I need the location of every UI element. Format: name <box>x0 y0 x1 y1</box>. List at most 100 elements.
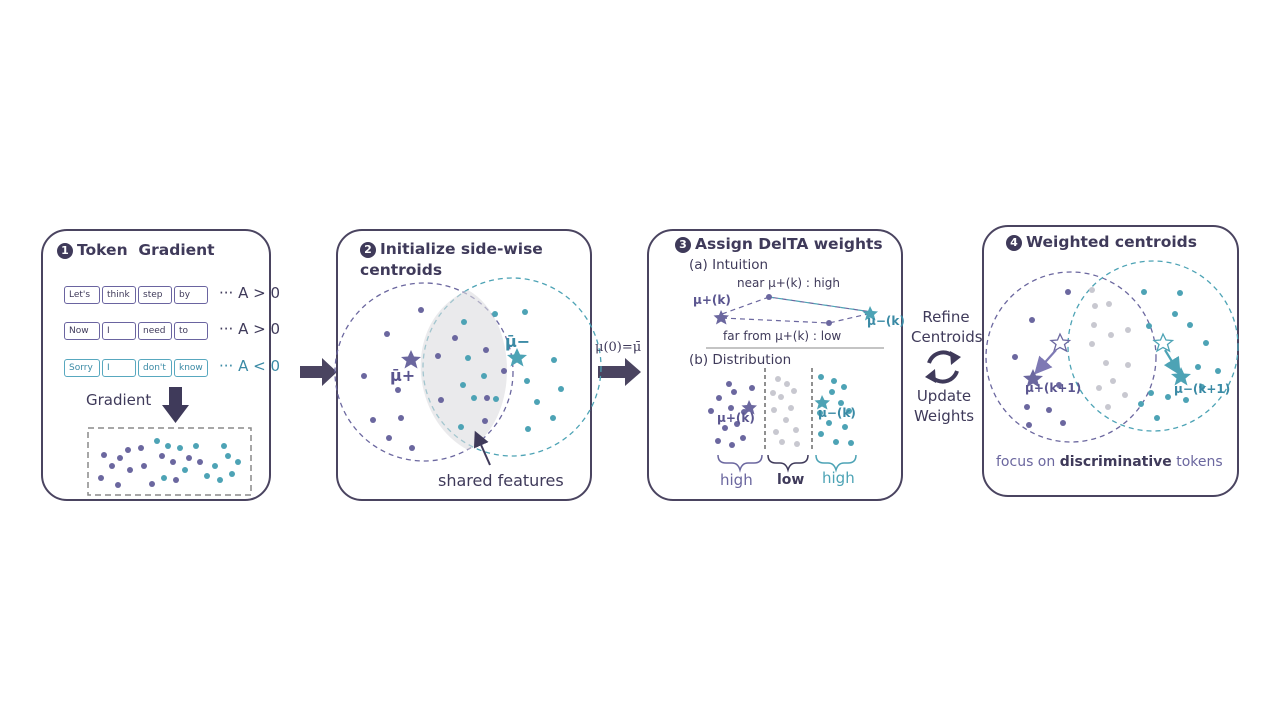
scatter-dot <box>127 467 133 473</box>
scatter-dot <box>1183 397 1189 403</box>
scatter-dot <box>193 443 199 449</box>
scatter-dot <box>125 447 131 453</box>
scatter-dot <box>826 420 832 426</box>
scatter-dot <box>771 407 777 413</box>
scatter-dot <box>481 373 487 379</box>
refine-centroids-label: Refine Centroids <box>911 307 983 347</box>
scatter-dot <box>1065 289 1071 295</box>
scatter-dot <box>793 427 799 433</box>
initial-dots <box>361 307 564 451</box>
scatter-dot <box>1089 287 1095 293</box>
scatter-dot <box>409 445 415 451</box>
arrow-1-to-2 <box>300 358 337 386</box>
token-box: Let's <box>64 286 100 304</box>
scatter-dot <box>728 405 734 411</box>
scatter-dot <box>716 395 722 401</box>
advantage-label: ··· A > 0 <box>219 284 280 302</box>
update-weights-label: Update Weights <box>909 386 979 426</box>
scatter-dot <box>1026 422 1032 428</box>
scatter-dot <box>460 382 466 388</box>
scatter-dot <box>186 455 192 461</box>
scatter-dot <box>482 418 488 424</box>
dist-mu-minus-star <box>814 395 830 410</box>
bracket-high-right <box>815 454 857 473</box>
shared-pointer-arrow <box>473 430 491 466</box>
scatter-dot <box>818 431 824 437</box>
scatter-dot <box>842 424 848 430</box>
focus-caption: focus on discriminative tokens <box>996 454 1223 470</box>
token-box: think <box>102 286 136 304</box>
scatter-dot <box>1199 384 1205 390</box>
scatter-dot <box>438 397 444 403</box>
scatter-dot <box>1138 401 1144 407</box>
mu-minus-k1-label: μ−(k+1) <box>1174 382 1231 396</box>
scatter-dot <box>708 408 714 414</box>
scatter-dot <box>98 475 104 481</box>
scatter-dot <box>386 435 392 441</box>
scatter-dot <box>115 482 121 488</box>
scatter-dot <box>1012 354 1018 360</box>
scatter-dot <box>149 481 155 487</box>
scatter-dot <box>1108 332 1114 338</box>
token-box: Sorry <box>64 359 100 377</box>
scatter-dot <box>229 471 235 477</box>
scatter-dot <box>398 415 404 421</box>
new-centroid-plus-star <box>1023 369 1043 388</box>
bracket-label-high-right: high <box>822 469 855 487</box>
scatter-dot <box>1092 303 1098 309</box>
scatter-dot <box>740 435 746 441</box>
scatter-dot <box>558 386 564 392</box>
scatter-dot <box>1187 322 1193 328</box>
scatter-dot <box>817 410 823 416</box>
scatter-dot <box>838 400 844 406</box>
scatter-dot <box>726 381 732 387</box>
scatter-dot <box>1146 323 1152 329</box>
scatter-dot <box>165 443 171 449</box>
panel2-title-line1: Initialize side-wise <box>380 240 543 258</box>
mu-plus-label: μ̄+ <box>390 366 416 385</box>
bracket-high-left <box>717 454 763 473</box>
mu-minus-k-label: μ−(k) <box>867 314 905 328</box>
scatter-dot <box>117 455 123 461</box>
token-box: step <box>138 286 172 304</box>
scatter-dot <box>361 373 367 379</box>
scatter-dot <box>770 390 776 396</box>
scatter-dot <box>492 311 498 317</box>
mu-minus-star <box>507 348 527 367</box>
scatter-dot <box>1177 290 1183 296</box>
scatter-dot <box>1046 407 1052 413</box>
token-box: by <box>174 286 208 304</box>
step-number-4: 4 <box>1006 235 1022 251</box>
scatter-dot <box>154 438 160 444</box>
scatter-dot <box>384 331 390 337</box>
scatter-dot <box>435 353 441 359</box>
shared-region <box>420 290 507 450</box>
scatter-dot <box>550 415 556 421</box>
update-line2: Weights <box>913 407 975 425</box>
token-box: know <box>174 359 208 377</box>
gradient-dots-box <box>87 427 252 496</box>
scatter-dot <box>784 381 790 387</box>
near-point <box>766 294 772 300</box>
scatter-dot <box>794 441 800 447</box>
scatter-dot <box>483 347 489 353</box>
gradient-label: Gradient <box>86 391 152 409</box>
scatter-dot <box>831 378 837 384</box>
intuition-label: (a) Intuition <box>689 257 769 273</box>
scatter-dot <box>783 417 789 423</box>
scatter-dot <box>1165 394 1171 400</box>
scatter-dot <box>197 459 203 465</box>
scatter-dot <box>204 473 210 479</box>
scatter-dot <box>551 357 557 363</box>
scatter-dot <box>217 477 223 483</box>
arrow-2-to-3 <box>598 358 641 386</box>
scatter-dot <box>1103 360 1109 366</box>
scatter-dot <box>141 463 147 469</box>
scatter-dot <box>722 425 728 431</box>
scatter-dot <box>471 395 477 401</box>
scatter-dot <box>161 475 167 481</box>
scatter-dot <box>833 439 839 445</box>
